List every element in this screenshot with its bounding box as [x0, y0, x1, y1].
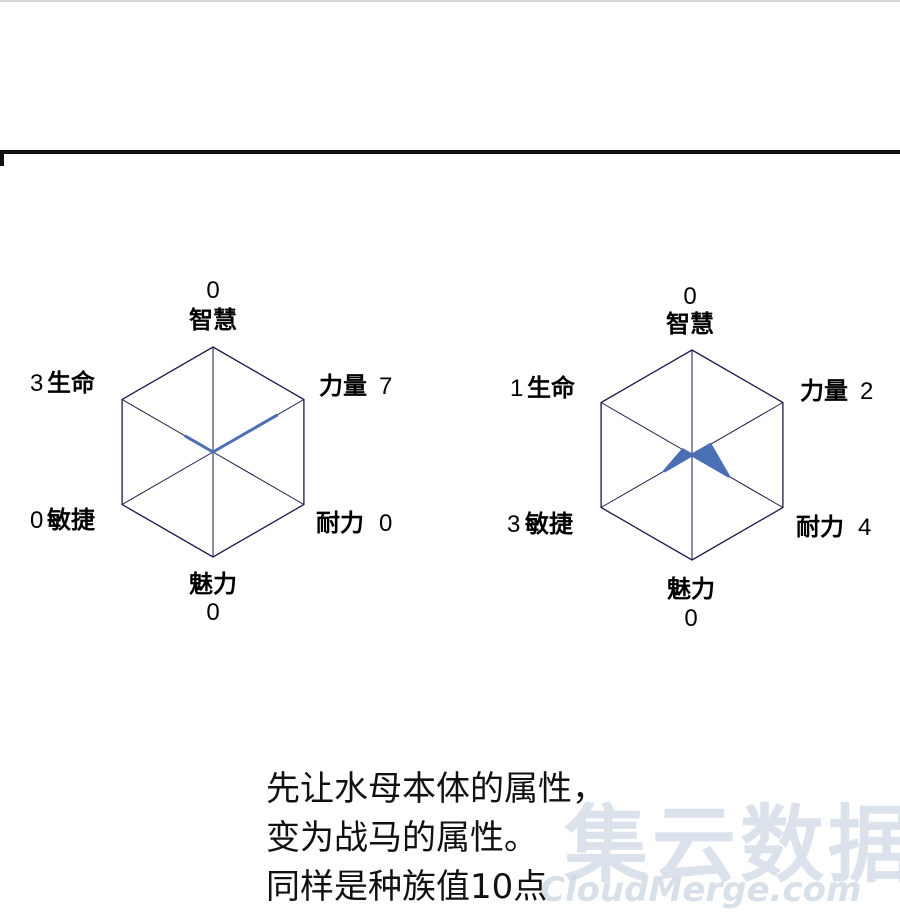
divider-line — [0, 150, 900, 154]
endurance-value: 0 — [379, 510, 392, 537]
agility-label: 敏捷 — [46, 505, 95, 534]
radar-shape-1 — [184, 413, 279, 454]
divider-stub — [0, 154, 4, 166]
life-label: 生命 — [527, 373, 576, 402]
endurance-value: 4 — [858, 514, 871, 541]
frame-edge — [0, 0, 900, 2]
endurance-label: 耐力 — [796, 512, 844, 541]
caption: 先让水母本体的属性， 变为战马的属性。 同样是种族值10点 — [266, 765, 606, 912]
endurance-label: 耐力 — [316, 508, 364, 537]
radar-spoke-5 — [600, 402, 693, 456]
caption-line-3: 同样是种族值10点 — [266, 867, 548, 907]
wisdom-value: 0 — [206, 277, 219, 304]
life-value: 1 — [510, 375, 523, 402]
charm-value: 0 — [684, 605, 697, 632]
agility-value: 0 — [30, 507, 43, 534]
radar-spoke-4 — [121, 451, 214, 505]
strength-value: 7 — [379, 373, 392, 400]
charm-label: 魅力 — [667, 574, 715, 603]
strength-label: 力量 — [800, 376, 848, 405]
charm-label: 魅力 — [189, 569, 237, 598]
caption-line-2: 变为战马的属性。 — [266, 818, 538, 858]
wisdom-label: 智慧 — [189, 305, 237, 334]
life-value: 3 — [30, 370, 43, 397]
radar-spoke-2 — [212, 451, 305, 505]
caption-line-1: 先让水母本体的属性， — [266, 769, 606, 809]
radar-shape-2 — [663, 443, 730, 478]
strength-value: 2 — [860, 378, 873, 405]
wisdom-value: 0 — [683, 283, 696, 310]
agility-value: 3 — [507, 511, 520, 538]
agility-label: 敏捷 — [524, 509, 573, 538]
wisdom-label: 智慧 — [666, 309, 714, 338]
life-label: 生命 — [47, 368, 96, 397]
strength-label: 力量 — [319, 371, 367, 400]
charm-value: 0 — [206, 599, 219, 626]
